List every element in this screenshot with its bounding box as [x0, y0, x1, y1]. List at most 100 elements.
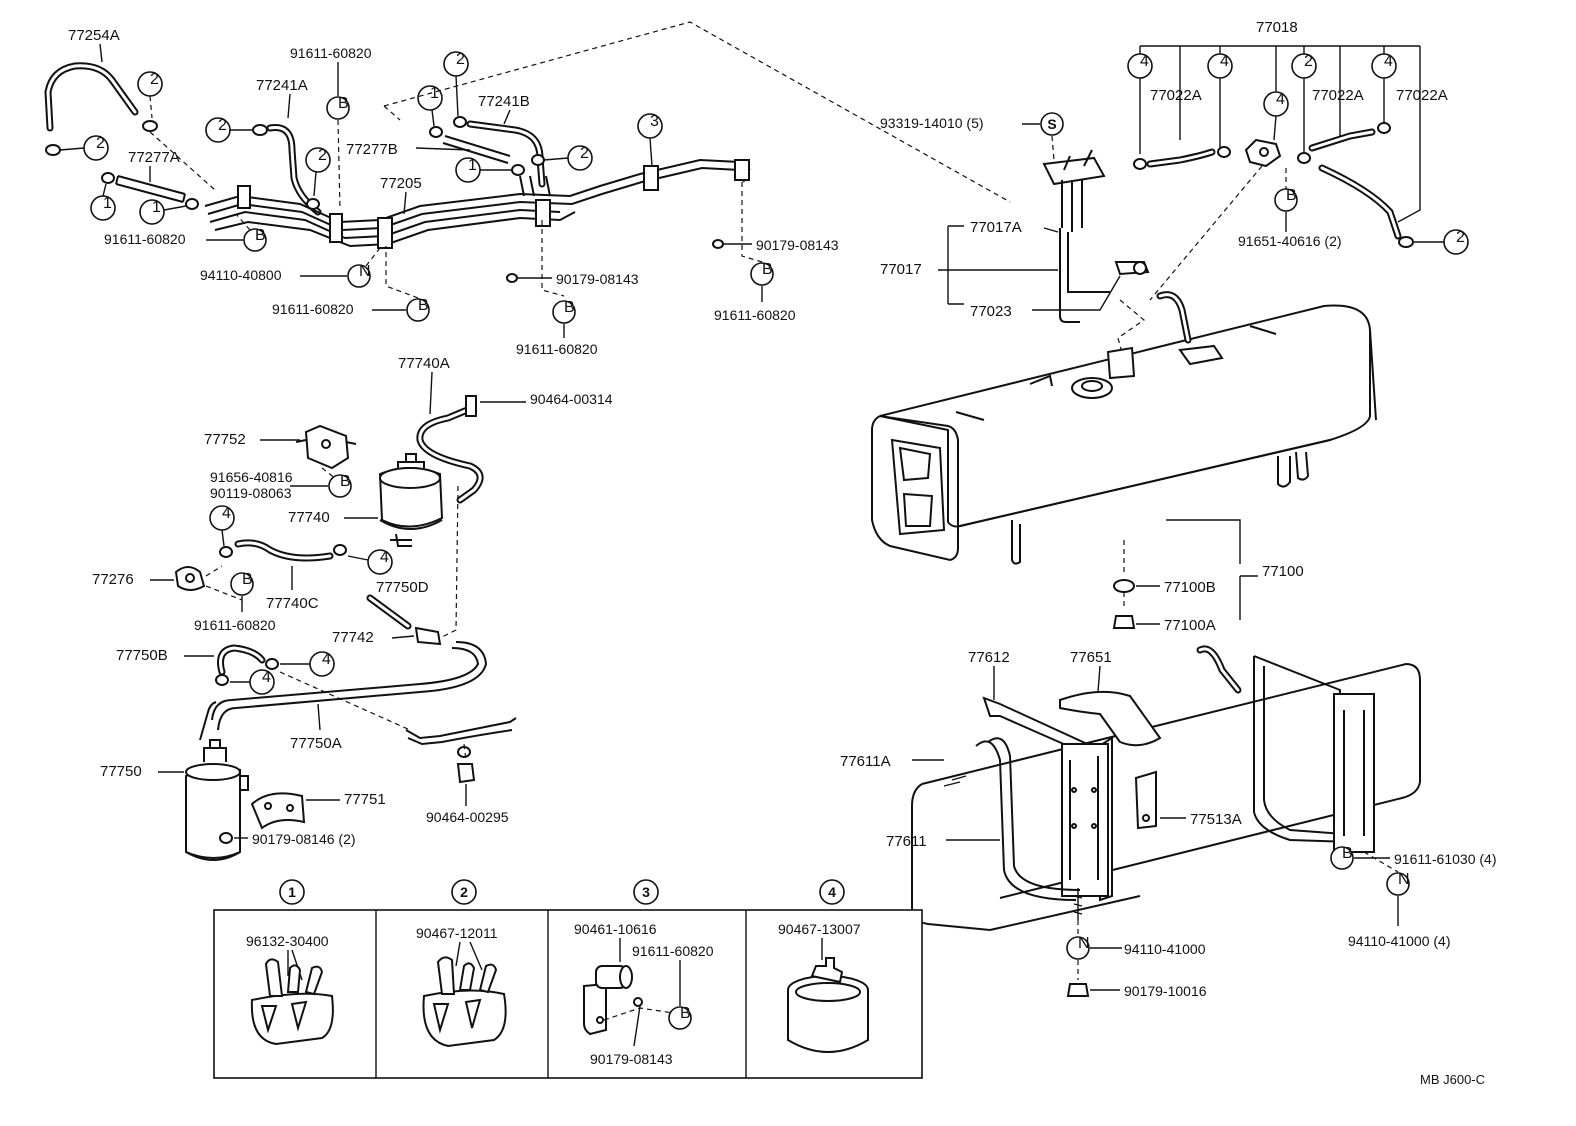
legend-marker-4: 4 — [819, 879, 845, 905]
label-91611-60820-e: 91611-60820 — [714, 307, 796, 323]
fuel-tank-lower-view — [911, 645, 1421, 931]
clip-marker-2-b — [83, 134, 109, 161]
strap-pin-icon — [943, 775, 967, 787]
hose-clip-icon — [453, 116, 467, 128]
clip-marker-4-e — [209, 504, 235, 531]
tee-joint-77018 — [1244, 138, 1282, 168]
grommet-77276 — [174, 566, 206, 591]
hose-77277B — [442, 135, 511, 164]
nut-icon — [712, 239, 724, 249]
label-77254A: 77254A — [68, 27, 120, 44]
clip-marker-2-d — [305, 146, 331, 173]
clamp-marker-3 — [637, 112, 663, 139]
clip-marker-2-g — [1291, 52, 1317, 79]
drain-plug-icon — [1112, 615, 1136, 629]
bolt-marker-B-a — [326, 94, 350, 120]
label-77022A-a: 77022A — [1150, 87, 1202, 104]
valve-bracket-77752 — [295, 424, 357, 470]
clip-marker-1-b — [139, 198, 165, 225]
clip-marker-2-c — [205, 116, 231, 143]
pipe-clamp — [643, 165, 659, 191]
svg-text:3: 3 — [642, 884, 650, 900]
label-77023: 77023 — [970, 303, 1012, 320]
strap-bolt-icon — [1073, 888, 1083, 920]
label-90119-08063: 90119-08063 — [210, 485, 292, 501]
clip-marker-2-a — [137, 70, 163, 97]
fuel-sender-gauge-77017 — [1042, 149, 1110, 323]
label-77740: 77740 — [288, 509, 330, 526]
hose-clip-icon — [429, 126, 443, 138]
label-90179-08146: 90179-08146 (2) — [252, 831, 356, 847]
label-77751: 77751 — [344, 791, 386, 808]
clip-marker-2-f — [567, 144, 593, 171]
svg-text:2: 2 — [460, 884, 468, 900]
svg-text:S: S — [1047, 116, 1056, 132]
label-77241A: 77241A — [256, 77, 308, 94]
hose-clip-icon — [1217, 146, 1231, 158]
label-94110-40800: 94110-40800 — [200, 267, 282, 283]
label-77750: 77750 — [100, 763, 142, 780]
hose-clip-icon — [511, 164, 525, 176]
rear-bracket-77513A — [1134, 770, 1157, 830]
label-91651-40616: 91651-40616 (2) — [1238, 233, 1342, 249]
clip-marker-1-c — [417, 84, 443, 111]
legend-marker-3: 3 — [633, 879, 659, 905]
screw-marker-S: S — [1040, 112, 1064, 136]
pipe-clamp — [329, 213, 343, 243]
hose-clip-icon — [219, 546, 233, 558]
nut-marker-N-c — [1066, 934, 1091, 960]
pipe-clamp — [734, 159, 750, 181]
hose-clip-icon — [265, 658, 279, 670]
clamp-type-2-icon — [422, 956, 507, 1048]
hose-clip-icon — [1133, 158, 1147, 170]
label-77100A: 77100A — [1164, 617, 1216, 634]
label-77018: 77018 — [1256, 19, 1298, 36]
label-77611A: 77611A — [840, 753, 891, 770]
vapor-pipe-77750A — [211, 641, 488, 731]
bolt-marker-B-d — [552, 298, 576, 324]
hose-clip-icon — [531, 154, 545, 166]
label-77022A-c: 77022A — [1396, 87, 1448, 104]
legend-part-90461-10616: 90461-10616 — [574, 921, 657, 937]
label-77612: 77612 — [968, 649, 1010, 666]
hose-77022A-c — [1318, 164, 1402, 240]
label-77750B: 77750B — [116, 647, 168, 664]
label-77277B: 77277B — [346, 141, 398, 158]
hose-clip-icon — [215, 674, 229, 686]
label-77740A: 77740A — [398, 355, 450, 372]
nut-marker-N-a — [347, 262, 372, 288]
clip-marker-1-a — [90, 194, 116, 221]
clip-marker-1-d — [455, 156, 481, 183]
hose-77740A — [416, 404, 484, 504]
label-90179-10016: 90179-10016 — [1124, 983, 1207, 999]
clip-marker-4-d — [1263, 90, 1289, 117]
label-77017: 77017 — [880, 261, 922, 278]
clip-marker-4-c — [1371, 52, 1397, 79]
clamp-type-1-icon — [250, 958, 334, 1046]
label-90464-00314: 90464-00314 — [530, 391, 613, 407]
bolt-marker-B-f — [1274, 186, 1298, 212]
hose-clip-icon — [1398, 236, 1414, 248]
label-91611-60820-d: 91611-60820 — [516, 341, 598, 357]
clip-marker-2-h — [1443, 228, 1469, 255]
hose-clip-icon — [101, 172, 115, 184]
hose-clip-icon — [465, 395, 477, 417]
pipe-clamp — [535, 199, 551, 227]
label-77611: 77611 — [886, 833, 927, 850]
bolt-marker-B-b — [243, 226, 267, 252]
rear-strap-bracket — [1333, 693, 1375, 853]
label-77513A: 77513A — [1190, 811, 1242, 828]
svg-text:4: 4 — [828, 884, 836, 900]
charcoal-canister-77740 — [378, 453, 444, 547]
legend-part-96132-30400: 96132-30400 — [246, 933, 329, 949]
label-91611-60820-b: 91611-60820 — [104, 231, 186, 247]
clip-marker-4-g — [309, 650, 335, 677]
hose-77740C — [234, 539, 334, 562]
strap-insulator-77651 — [1059, 690, 1162, 747]
strap-bracket-77612 — [982, 696, 1113, 902]
hose-clip-icon — [1297, 152, 1311, 164]
label-77022A-b: 77022A — [1312, 87, 1364, 104]
clip-marker-4-b — [1207, 52, 1233, 79]
hose-clip-icon — [456, 763, 476, 784]
